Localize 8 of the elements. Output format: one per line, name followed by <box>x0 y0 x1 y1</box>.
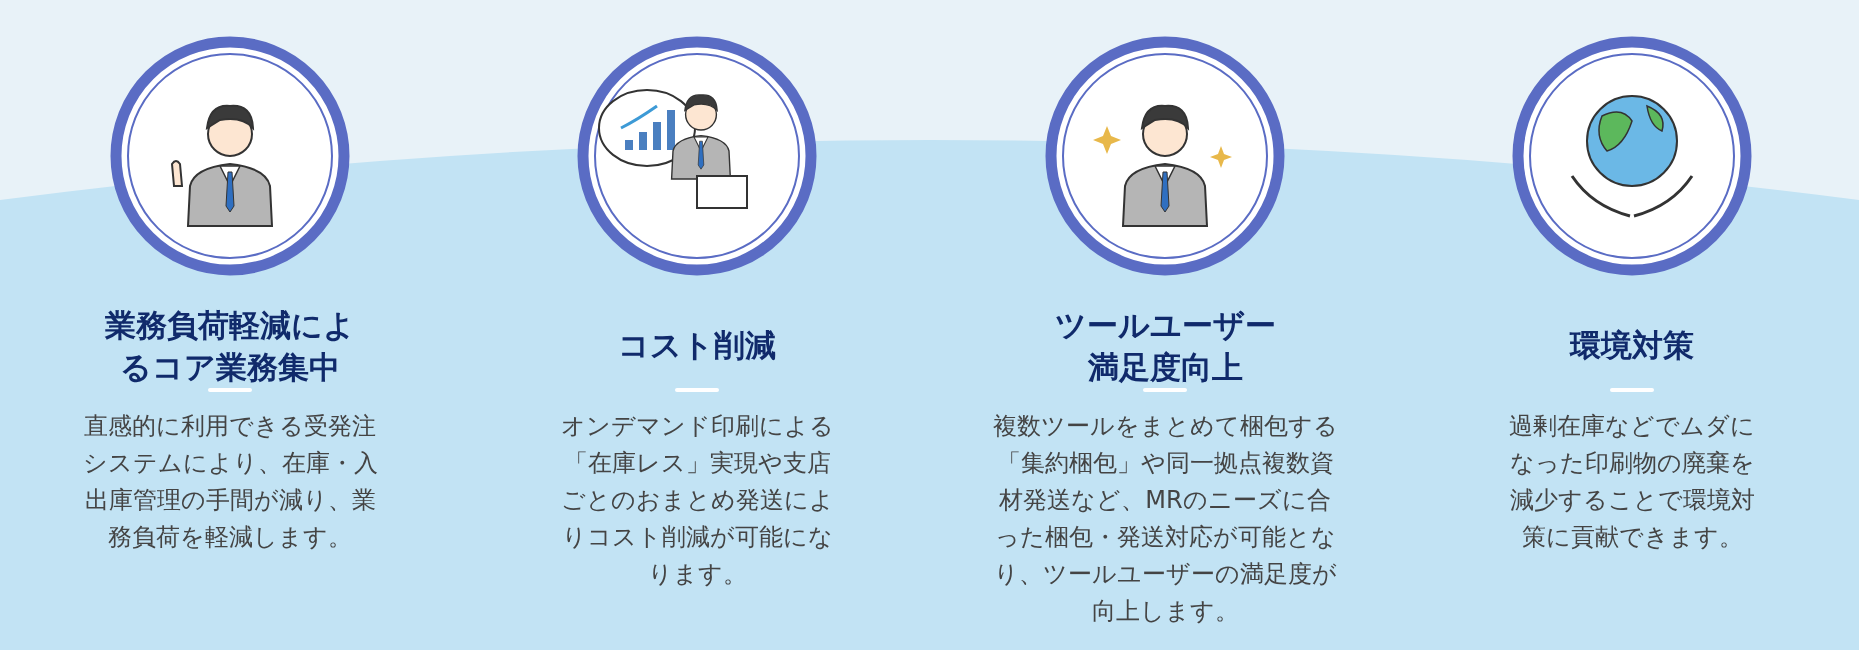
feature-heading: コスト削減 <box>617 326 777 365</box>
description-text: オンデマンド印刷による「在庫レス」実現や支店ごとのおまとめ発送によりコスト削減が可能になります。 <box>559 411 835 590</box>
feature-heading: 環境対策 <box>1568 326 1695 365</box>
description-text: 直感的に利用できる受発注システムにより、在庫・入出庫管理の手間が減り、業務負荷を軽減します。 <box>81 411 379 553</box>
description-text: 複数ツールをまとめて梱包する「集約梱包」や同一拠点複数資材発送など、MRのニーズに合った梱包・発送対応が可能となり、ツールユーザーの満足度が向上します。 <box>991 411 1339 627</box>
description-text: 過剰在庫などでムダになった印刷物の廃棄を減少することで環境対策に貢献できます。 <box>1508 411 1756 553</box>
feature-heading: 業務負荷軽減によるコア業務集中 <box>105 306 355 387</box>
feature-heading: ツールユーザー満足度向上 <box>1053 306 1277 387</box>
